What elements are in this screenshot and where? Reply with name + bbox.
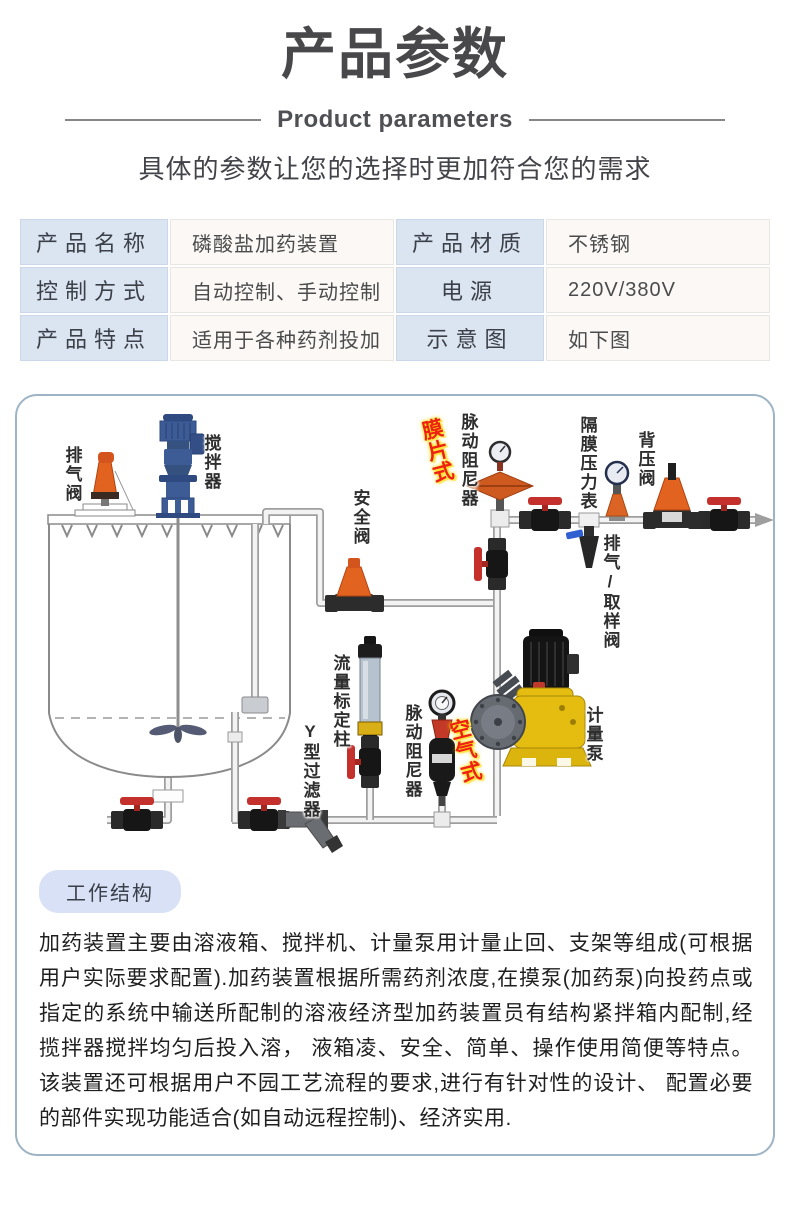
subtitle-divider-right — [528, 119, 725, 121]
schematic-diagram: 排气阀 搅拌器 安全阀 膜片式 脉动阻尼器 隔膜压力表 背压阀 排气/取样阀 计… — [17, 396, 773, 866]
diaphragm-pressure-gauge — [604, 460, 630, 521]
back-pressure-valve — [643, 463, 701, 529]
union-valve — [698, 497, 750, 531]
spec-value: 适用于各种药剂投加 — [170, 315, 394, 361]
flow-arrow — [755, 513, 773, 527]
section-badge: 工作结构 — [39, 870, 181, 913]
section-paragraph: 加药装置主要由溶液箱、搅拌机、计量泵用计量止回、支架等组成(可根据用户实际要求配… — [39, 932, 753, 1130]
spec-value: 磷酸盐加药装置 — [170, 219, 394, 265]
page-title: 产品参数 — [280, 23, 509, 85]
spec-label: 电源 — [396, 267, 544, 313]
label-pulsation-damper-bottom: 脉动阻尼器 — [402, 704, 422, 799]
spec-label: 示意图 — [396, 315, 544, 361]
spec-label: 产品特点 — [20, 315, 168, 361]
label-vent-sampling-valve: 排气/取样阀 — [600, 534, 620, 650]
vent-valve — [74, 452, 136, 517]
spec-value: 220V/380V — [546, 267, 770, 313]
label-y-strainer: Y型过滤器 — [300, 722, 320, 819]
suction-lance-fitting — [241, 696, 269, 714]
union-valve — [519, 497, 571, 531]
dosing-system-schematic — [47, 414, 773, 853]
spec-label: 产品材质 — [396, 219, 544, 265]
spec-label: 产品名称 — [20, 219, 168, 265]
spec-value: 如下图 — [546, 315, 770, 361]
pulsation-damper-air — [428, 689, 456, 828]
mixer-unit — [149, 414, 207, 743]
schematic-card: 排气阀 搅拌器 安全阀 膜片式 脉动阻尼器 隔膜压力表 背压阀 排气/取样阀 计… — [15, 394, 775, 1156]
label-mixer: 搅拌器 — [201, 434, 221, 491]
riser-valve — [474, 538, 508, 590]
label-pulsation-damper-top: 脉动阻尼器 — [458, 413, 478, 508]
label-back-pressure-valve: 背压阀 — [635, 431, 655, 488]
flow-calibration-column — [347, 636, 383, 788]
propeller — [149, 724, 207, 743]
tagline: 具体的参数让您的选择时更加符合您的需求 — [138, 154, 652, 184]
label-flow-calibration-column: 流量标定柱 — [330, 654, 350, 749]
vent-sampling-valve — [565, 512, 600, 568]
label-safety-valve: 安全阀 — [350, 489, 370, 546]
label-vent-valve: 排气阀 — [62, 446, 82, 503]
spec-value: 自动控制、手动控制 — [170, 267, 394, 313]
safety-valve — [325, 558, 384, 612]
label-metering-pump: 计量泵 — [583, 706, 603, 763]
pulsation-damper-diaphragm — [465, 440, 535, 528]
solution-tank — [47, 514, 291, 779]
metering-pump — [470, 629, 592, 767]
subtitle-divider-left — [65, 119, 262, 121]
spec-table: 产品名称 磷酸盐加药装置 产品材质 不锈钢 控制方式 自动控制、手动控制 电源 … — [20, 219, 770, 361]
piping — [107, 512, 773, 822]
spec-label: 控制方式 — [20, 267, 168, 313]
column-valve — [347, 736, 381, 788]
page-subtitle: Product parameters — [277, 106, 513, 133]
y-strainer — [278, 810, 343, 853]
subtitle-row: Product parameters — [0, 106, 790, 134]
label-diaphragm-pressure-gauge: 隔膜压力表 — [577, 416, 597, 511]
spec-value: 不锈钢 — [546, 219, 770, 265]
